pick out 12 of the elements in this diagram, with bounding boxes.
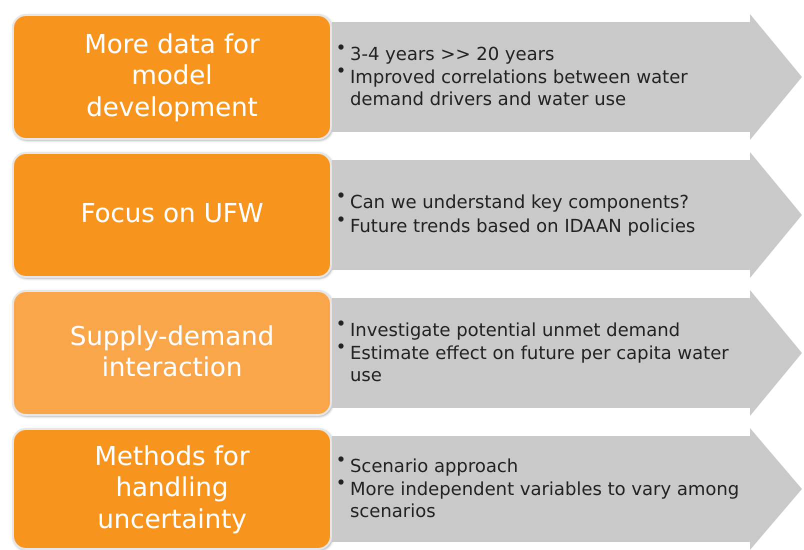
bullet-text: Improved correlations between water demand drivers and water use (350, 67, 688, 110)
bullet-text: More independent variables to vary among scenarios (350, 479, 740, 522)
bullet-text: Estimate effect on future per capita water use (350, 343, 729, 386)
topic-box: More data for model development (12, 14, 332, 140)
topic-box: Methods for handling uncertainty (12, 428, 332, 550)
topic-box: Focus on UFW (12, 152, 332, 278)
bullet-text: 3-4 years >> 20 years (350, 44, 554, 65)
topic-box: Supply-demand interaction (12, 290, 332, 416)
bullet-text: Can we understand key components? (350, 192, 689, 214)
bullet-text: Future trends based on IDAAN policies (350, 216, 696, 237)
bullet-text: Investigate potential unmet demand (350, 320, 680, 341)
bullet-text: Scenario approach (350, 456, 518, 477)
